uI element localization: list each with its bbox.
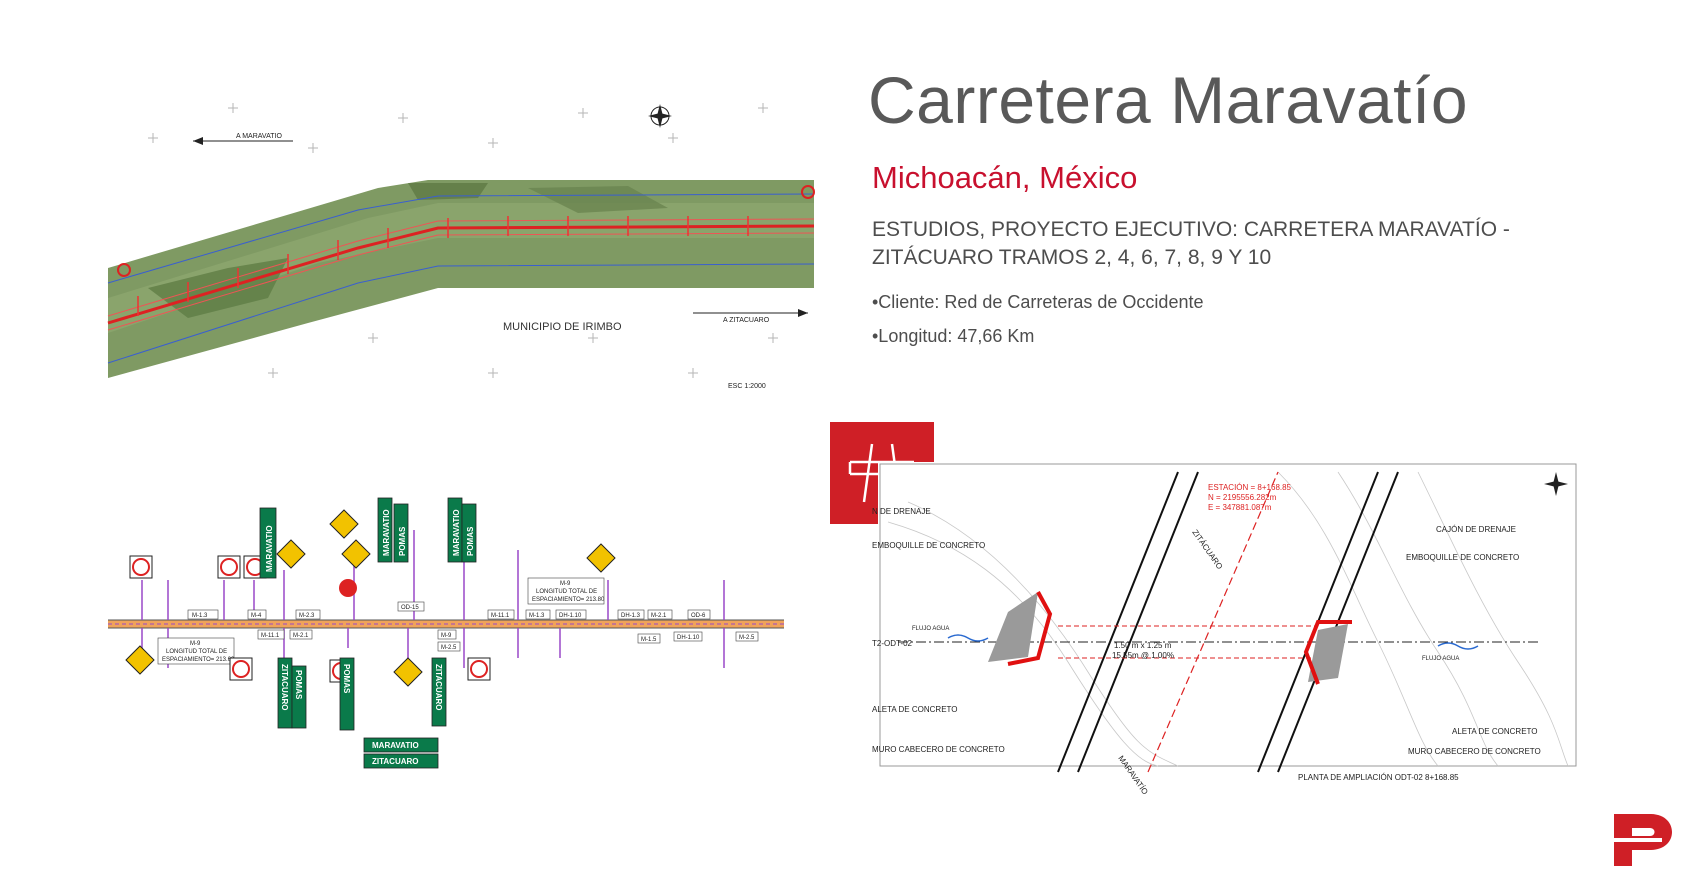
note2-line1: LONGITUD TOTAL DE — [166, 649, 227, 655]
code-16: DH-1.10 — [677, 635, 700, 641]
sign-zitacuaro-1: ZITACUARO — [280, 664, 289, 711]
road-axis — [1147, 471, 1279, 773]
note-line1: LONGITUD TOTAL DE — [536, 589, 597, 595]
sign-pomas-1: POMAS — [398, 526, 407, 556]
emboquille-left-label: EMBOQUILLE DE CONCRETO — [872, 541, 985, 550]
left-headwall — [988, 592, 1038, 662]
muro-right-label: MURO CABECERO DE CONCRETO — [1408, 747, 1541, 756]
code-10: OD-6 — [691, 613, 706, 619]
label-to-maravatio: A MARAVATIO — [236, 133, 282, 140]
north-arrow-icon — [648, 104, 672, 128]
right-drain-label: CAJÓN DE DRENAJE — [1436, 525, 1516, 534]
code-11: M-11.1 — [261, 633, 280, 639]
length-line: •Longitud: 47,66 Km — [872, 326, 1035, 346]
right-headwall — [1308, 624, 1348, 682]
sign-pomas-4: POMAS — [342, 664, 351, 694]
signage-plan: M-1.3 M-4 M-2.3 OD-15 M-11.1 M-1.3 DH-1.… — [108, 470, 784, 790]
code-14: M-2.5 — [441, 645, 457, 651]
flujo-right-label: FLUJO AGUA — [1422, 656, 1459, 662]
code-17: M-2.5 — [739, 635, 755, 641]
sign-zitacuaro-h: ZITACUARO — [372, 757, 419, 766]
company-p-logo — [1614, 814, 1672, 866]
water-flow-icon — [947, 634, 989, 642]
code-5: M-11.1 — [491, 613, 510, 619]
culvert-length-slope: 15.55m @ 1.00% — [1112, 651, 1174, 660]
note-line2: ESPACIAMIENTO= 213.80 — [532, 597, 605, 603]
drainage-detail-plan: N DE DRENAJE EMBOQUILLE DE CONCRETO ALET… — [872, 462, 1578, 796]
water-flow-icon-right — [1437, 642, 1479, 650]
scale-label: ESC 1:2000 — [728, 383, 766, 390]
code-3: M-2.3 — [299, 613, 315, 619]
sign-maravatio-2: MARAVATIO — [382, 509, 391, 556]
flujo-left-label: FLUJO AGUA — [912, 626, 949, 632]
sign-maravatio-1: MARAVATIO — [265, 525, 274, 572]
culvert-dims: 1.50 m x 1.25 m — [1114, 641, 1172, 650]
sign-pomas-2: POMAS — [466, 526, 475, 556]
north-coord: N = 2195556.282m — [1208, 493, 1277, 502]
axis-label: T2-ODT-02 — [872, 639, 913, 648]
road-centerline — [107, 224, 815, 325]
code-4: OD-15 — [401, 605, 419, 611]
code-8: DH-1.3 — [621, 613, 641, 619]
municipality-label: MUNICIPIO DE IRIMBO — [503, 321, 622, 333]
page-title: Carretera Maravatío — [868, 63, 1469, 137]
north-arrow-icon — [1544, 472, 1568, 496]
code-12: M-2.1 — [293, 633, 309, 639]
note2-line2: ESPACIAMIENTO= 213.69 — [162, 657, 235, 663]
client-line: •Cliente: Red de Carreteras de Occidente — [872, 292, 1204, 312]
location-subtitle: Michoacán, México — [872, 160, 1138, 195]
warning-signs — [125, 509, 616, 687]
sign-zitacuaro-2: ZITACUARO — [434, 664, 443, 711]
label-to-zitacuaro: A ZITACUARO — [723, 317, 770, 324]
note-title: M-9 — [560, 581, 571, 587]
emboquille-right-label: EMBOQUILLE DE CONCRETO — [1406, 553, 1519, 562]
code-15: M-1.5 — [641, 637, 657, 643]
aleta-right-label: ALETA DE CONCRETO — [1452, 727, 1538, 736]
code-13: M-9 — [441, 633, 452, 639]
left-drain-label: N DE DRENAJE — [872, 507, 931, 516]
sign-pomas-3: POMAS — [294, 670, 303, 700]
east-coord: E = 347881.087m — [1208, 503, 1272, 512]
sign-maravatio-3: MARAVATIO — [452, 509, 461, 556]
sign-maravatio-h: MARAVATIO — [372, 741, 419, 750]
station-label: ESTACIÓN = 8+168.85 — [1208, 483, 1292, 492]
direction-north: ZITÁCUARO — [1190, 528, 1224, 571]
drainage-caption: PLANTA DE AMPLIACIÓN ODT-02 8+168.85 — [1298, 773, 1459, 782]
code-9: M-2.1 — [651, 613, 667, 619]
code-1: M-1.3 — [192, 613, 208, 619]
drainage-drawing: N DE DRENAJE EMBOQUILLE DE CONCRETO ALET… — [872, 463, 1577, 796]
destination-signs — [259, 497, 477, 769]
company-logo — [1610, 806, 1674, 872]
code-7: DH-1.10 — [559, 613, 582, 619]
muro-left-label: MURO CABECERO DE CONCRETO — [872, 745, 1005, 754]
note2-title: M-9 — [190, 641, 201, 647]
aerial-plan-drawing: A MARAVATIO MUNICIPIO DE IRIMBO A ZITACU… — [107, 103, 815, 390]
code-6: M-1.3 — [529, 613, 545, 619]
project-description: ESTUDIOS, PROYECTO EJECUTIVO: CARRETERA … — [872, 218, 1510, 269]
code-2: M-4 — [251, 613, 262, 619]
aerial-road-plan: A MARAVATIO MUNICIPIO DE IRIMBO A ZITACU… — [107, 88, 815, 396]
signage-drawing: M-1.3 M-4 M-2.3 OD-15 M-11.1 M-1.3 DH-1.… — [108, 497, 784, 769]
aleta-left-label: ALETA DE CONCRETO — [872, 705, 958, 714]
